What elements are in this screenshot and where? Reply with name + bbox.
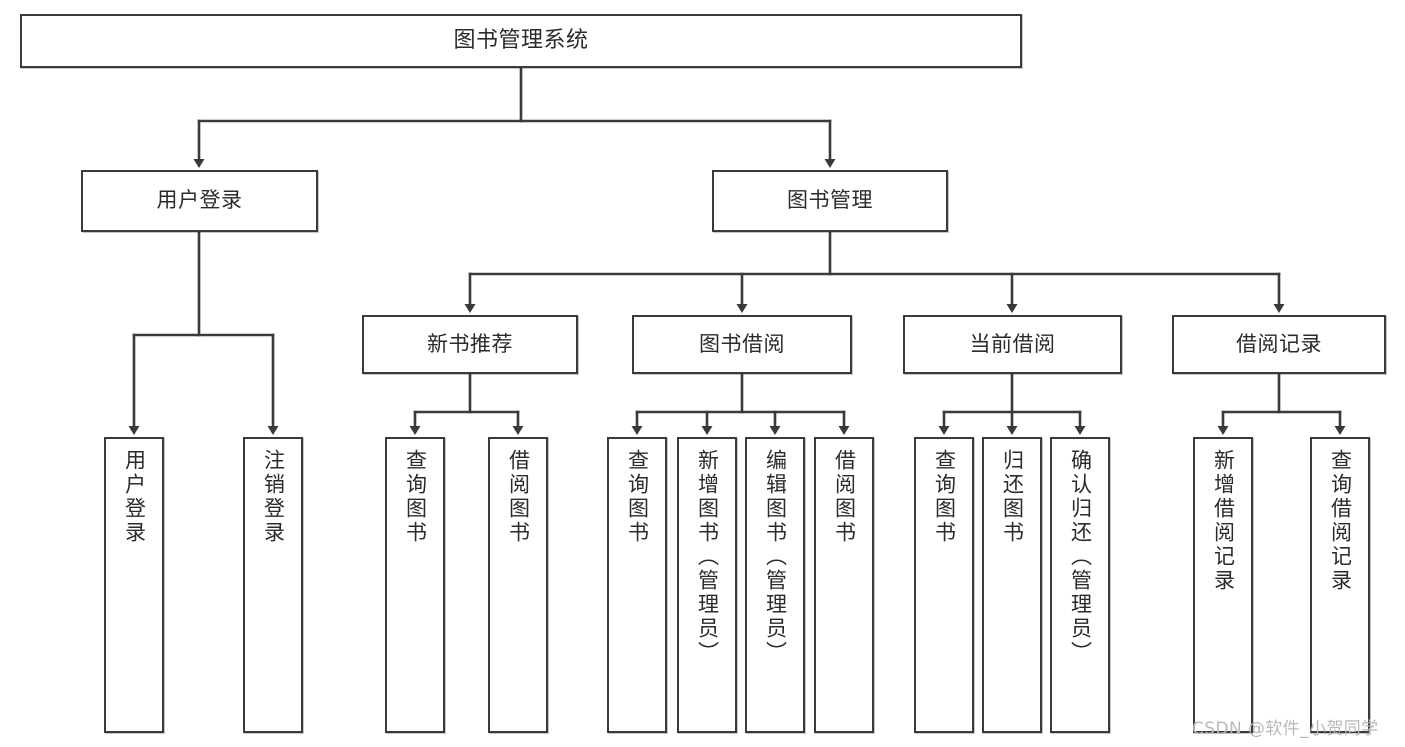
node-leaf-borrow-edit[interactable]: 编辑图书（管理员） bbox=[745, 437, 805, 733]
node-leaf-borrow-query-label: 查询图书 bbox=[625, 449, 650, 545]
node-leaf-current-query-label: 查询图书 bbox=[932, 449, 957, 545]
node-user-login-label: 用户登录 bbox=[156, 188, 243, 213]
node-root-label: 图书管理系统 bbox=[453, 27, 589, 53]
watermark: CSDN @软件_小贺同学 bbox=[1192, 719, 1379, 739]
node-user-login[interactable]: 用户登录 bbox=[81, 170, 318, 232]
node-leaf-logout-label: 注销登录 bbox=[261, 449, 286, 545]
node-leaf-borrow-book-label: 借阅图书 bbox=[832, 449, 857, 545]
node-book-borrow[interactable]: 图书借阅 bbox=[632, 315, 852, 374]
node-leaf-borrow-add[interactable]: 新增图书（管理员） bbox=[677, 437, 737, 733]
node-leaf-newbook-borrow[interactable]: 借阅图书 bbox=[488, 437, 548, 733]
node-leaf-current-query[interactable]: 查询图书 bbox=[914, 437, 974, 733]
node-leaf-record-add-label: 新增借阅记录 bbox=[1211, 449, 1236, 593]
node-leaf-user-login-label: 用户登录 bbox=[122, 449, 147, 545]
node-borrow-record-label: 借阅记录 bbox=[1236, 331, 1322, 356]
node-book-borrow-label: 图书借阅 bbox=[699, 331, 785, 356]
node-current-borrow-label: 当前借阅 bbox=[969, 331, 1056, 356]
node-leaf-current-return[interactable]: 归还图书 bbox=[982, 437, 1042, 733]
node-leaf-current-confirm-return-label: 确认归还（管理员） bbox=[1068, 449, 1093, 665]
node-book-management[interactable]: 图书管理 bbox=[712, 170, 948, 232]
node-leaf-borrow-book[interactable]: 借阅图书 bbox=[814, 437, 874, 733]
node-leaf-newbook-query[interactable]: 查询图书 bbox=[385, 437, 445, 733]
node-leaf-borrow-edit-label: 编辑图书（管理员） bbox=[763, 449, 788, 665]
node-leaf-current-confirm-return[interactable]: 确认归还（管理员） bbox=[1050, 437, 1110, 733]
node-leaf-record-query[interactable]: 查询借阅记录 bbox=[1310, 437, 1370, 733]
node-leaf-newbook-borrow-label: 借阅图书 bbox=[506, 449, 531, 545]
node-leaf-borrow-add-label: 新增图书（管理员） bbox=[695, 449, 720, 665]
node-current-borrow[interactable]: 当前借阅 bbox=[903, 315, 1122, 374]
node-leaf-current-return-label: 归还图书 bbox=[1000, 449, 1025, 545]
node-leaf-logout[interactable]: 注销登录 bbox=[243, 437, 303, 733]
node-leaf-newbook-query-label: 查询图书 bbox=[403, 449, 428, 545]
node-borrow-record[interactable]: 借阅记录 bbox=[1172, 315, 1386, 374]
node-root[interactable]: 图书管理系统 bbox=[20, 14, 1022, 68]
node-new-book-recommend-label: 新书推荐 bbox=[427, 331, 513, 356]
node-new-book-recommend[interactable]: 新书推荐 bbox=[362, 315, 578, 374]
node-leaf-user-login[interactable]: 用户登录 bbox=[104, 437, 164, 733]
node-book-management-label: 图书管理 bbox=[787, 188, 873, 213]
node-leaf-record-add[interactable]: 新增借阅记录 bbox=[1193, 437, 1253, 733]
node-leaf-borrow-query[interactable]: 查询图书 bbox=[607, 437, 667, 733]
node-leaf-record-query-label: 查询借阅记录 bbox=[1328, 449, 1353, 593]
